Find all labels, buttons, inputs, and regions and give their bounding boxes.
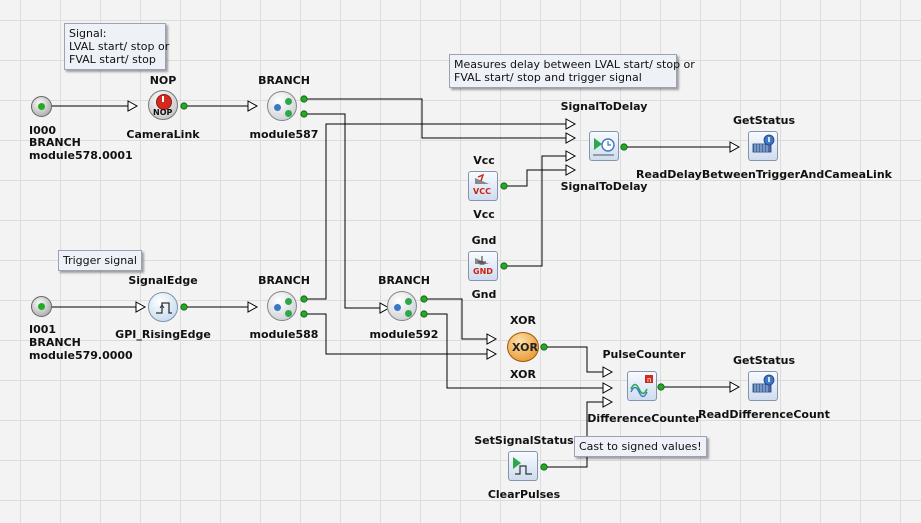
pulse-counter-icon: n (627, 371, 657, 401)
node-type: SetSignalStatus (474, 434, 574, 447)
node-type: SignalToDelay (560, 100, 648, 113)
node-name: SignalToDelay (560, 180, 648, 193)
input-port-icon (31, 296, 52, 317)
branch-icon (387, 291, 417, 321)
comment-line: LVAL start/ stop or (69, 40, 170, 53)
node-name: ReadDelayBetweenTriggerAndCameaLink (636, 168, 892, 181)
comment-line: Trigger signal (63, 254, 137, 267)
node-type: Vcc (473, 154, 495, 167)
node-name: CameraLink (126, 128, 200, 141)
xor-icon-text: XOR (512, 341, 538, 354)
comment-line: FVAL start/ stop (69, 53, 156, 66)
node-name: I000 (29, 124, 57, 137)
node-type: NOP (149, 74, 177, 87)
branch-icon (267, 291, 297, 321)
node-name: DifferenceCounter (587, 412, 701, 425)
gnd-icon-text: GND (473, 267, 493, 276)
node-type: SignalEdge (128, 274, 198, 287)
xor-icon: XOR (507, 332, 539, 362)
node-type: BRANCH (29, 136, 81, 149)
status-icon (748, 131, 778, 161)
comment-cast[interactable]: Cast to signed values! (574, 436, 707, 457)
node-name: module587 (249, 128, 319, 141)
comment-signal[interactable]: Signal: LVAL start/ stop or FVAL start/ … (64, 23, 170, 70)
comment-line: Measures delay between LVAL start/ stop … (454, 58, 695, 71)
branch-icon (267, 91, 297, 121)
node-id: module579.0000 (29, 349, 133, 362)
comment-line: Signal: (69, 27, 107, 40)
comment-trigger[interactable]: Trigger signal (58, 250, 142, 271)
node-name: Vcc (473, 208, 495, 221)
node-id: module578.0001 (29, 149, 133, 162)
node-type: GetStatus (733, 114, 795, 127)
node-name: XOR (510, 368, 536, 381)
nop-icon-text: NOP (153, 108, 173, 117)
node-name: GPI_RisingEdge (115, 328, 211, 341)
node-name: module592 (369, 328, 439, 341)
status-icon (748, 371, 778, 401)
node-type: BRANCH (258, 74, 310, 87)
node-type: GetStatus (733, 354, 795, 367)
vcc-icon-text: VCC (473, 187, 491, 196)
comment-line: FVAL start/ stop and trigger signal (454, 71, 642, 84)
delay-icon (589, 131, 619, 161)
power-icon: NOP (148, 90, 178, 120)
set-status-icon (508, 451, 538, 481)
ground-icon: GND (468, 251, 498, 281)
node-name: Gnd (471, 288, 497, 301)
node-name: I001 (29, 323, 57, 336)
vcc-icon: VCC (468, 171, 498, 201)
node-type: BRANCH (378, 274, 430, 287)
node-name: module588 (249, 328, 319, 341)
node-name: ClearPulses (487, 488, 561, 501)
input-port-icon (31, 96, 52, 117)
rising-edge-icon (148, 292, 178, 322)
node-type: BRANCH (258, 274, 310, 287)
svg-text:n: n (647, 376, 651, 384)
node-type: XOR (510, 314, 536, 327)
comment-measures[interactable]: Measures delay between LVAL start/ stop … (449, 54, 695, 88)
comment-line: Cast to signed values! (579, 440, 702, 453)
node-name: ReadDifferenceCount (698, 408, 830, 421)
node-type: Gnd (471, 234, 497, 247)
node-type: PulseCounter (602, 348, 686, 361)
node-type: BRANCH (29, 336, 81, 349)
